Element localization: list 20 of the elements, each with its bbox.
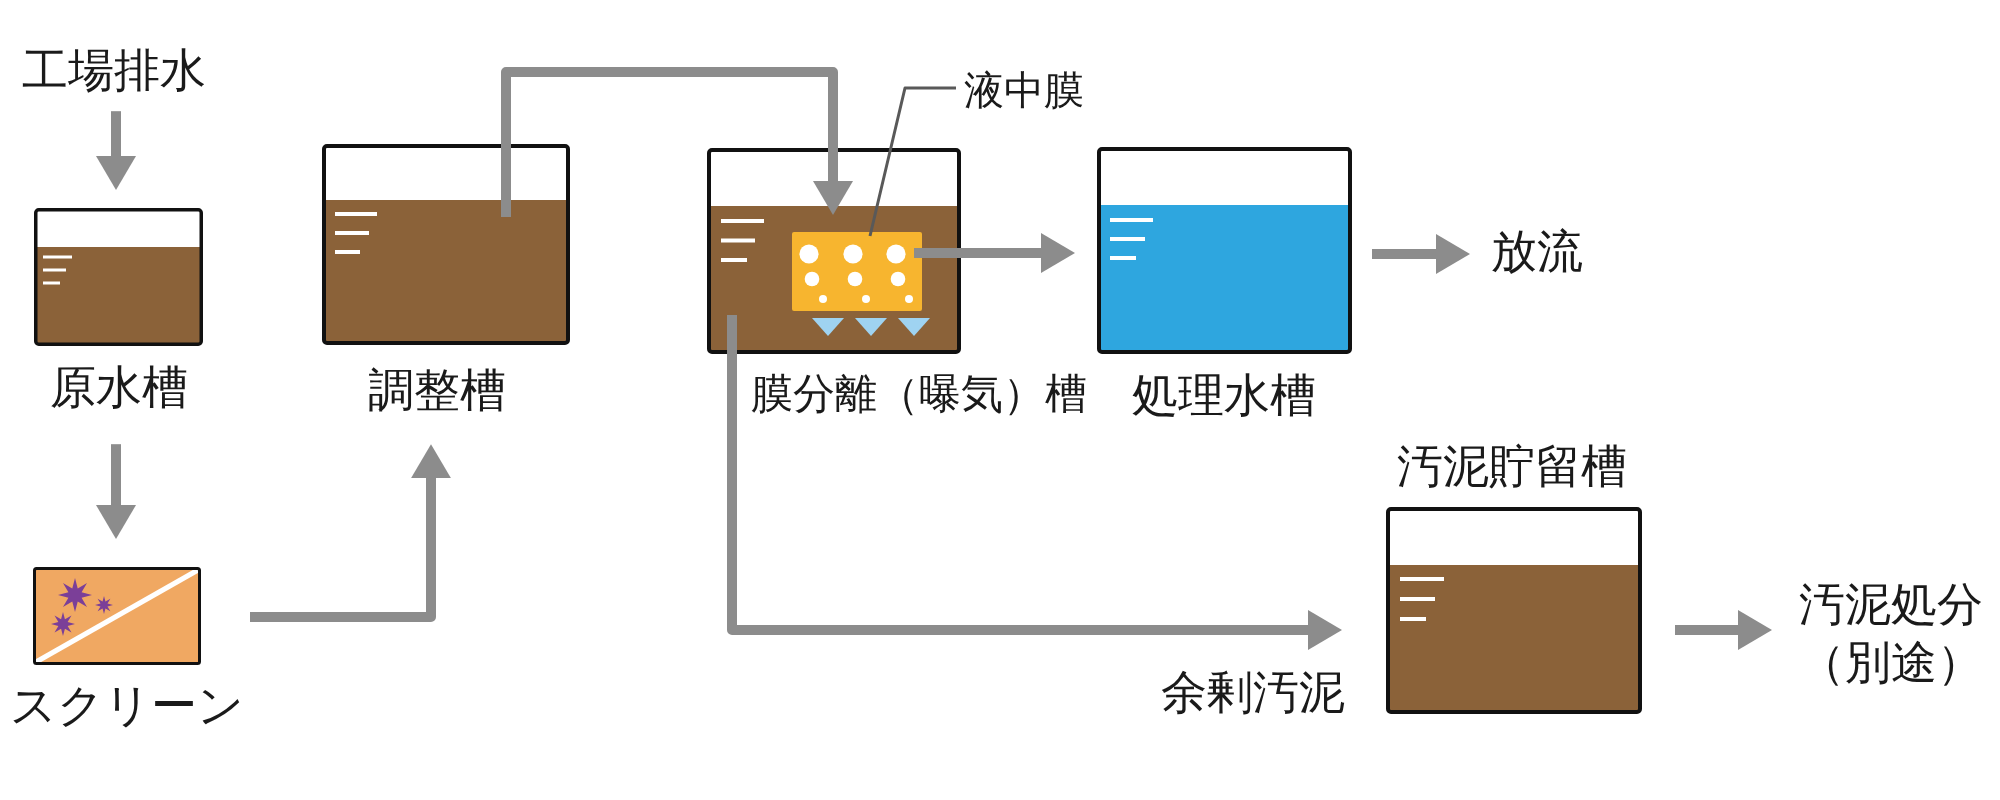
arrow — [727, 315, 1342, 650]
arrow — [96, 111, 136, 190]
tank-label: 調整槽 — [368, 363, 506, 419]
arrow — [96, 444, 136, 539]
screen-label: スクリーン — [10, 678, 244, 734]
arrow — [250, 444, 451, 622]
arrow — [1372, 234, 1470, 274]
process-label: 放流 — [1491, 224, 1583, 280]
tank-label: 原水槽 — [50, 360, 188, 416]
process-label: 汚泥処分（別途） — [1790, 576, 1993, 692]
arrow — [1675, 610, 1772, 650]
callout-label: 液中膜 — [964, 66, 1084, 114]
tank-label: 汚泥貯留槽 — [1397, 439, 1627, 495]
arrow — [914, 233, 1075, 273]
edge-label: 余剰汚泥 — [1161, 665, 1345, 721]
tank-label: 膜分離（曝気）槽 — [751, 369, 1087, 420]
tank-label: 処理水槽 — [1132, 368, 1316, 424]
process-label: 工場排水 — [22, 43, 206, 99]
arrow — [501, 67, 853, 217]
membrane-module — [792, 232, 922, 311]
